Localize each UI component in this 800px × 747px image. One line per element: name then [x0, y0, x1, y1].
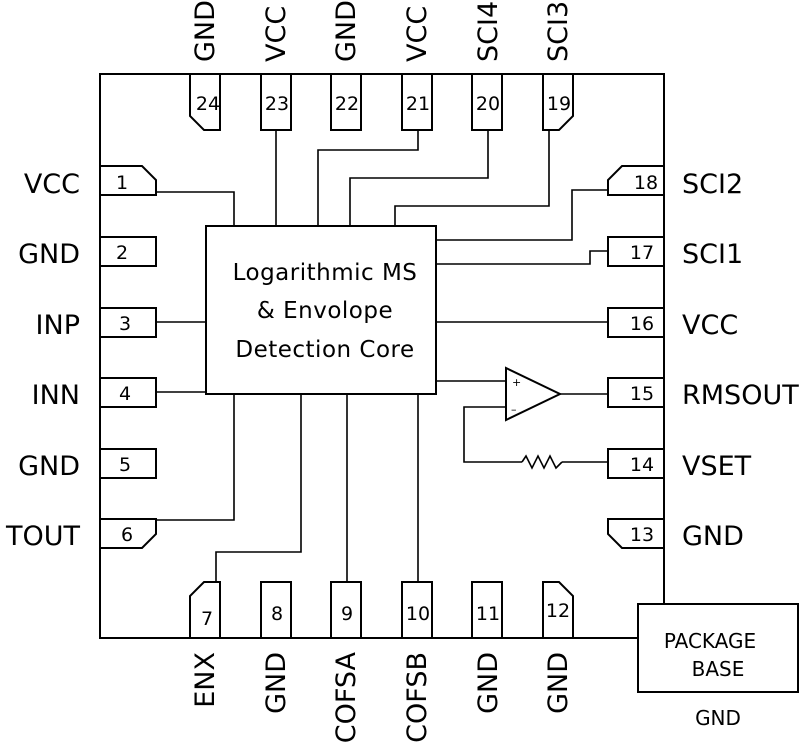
pin-22-number: 22 — [335, 93, 359, 115]
wire-pin1 — [156, 191, 235, 226]
pin-15-number: 15 — [630, 383, 654, 405]
pin-23-name: VCC — [261, 6, 292, 62]
pin-23-number: 23 — [265, 93, 289, 115]
pin-17: 17 SCI1 — [607, 236, 743, 270]
core-label-2: & Envolope — [257, 298, 393, 324]
pin-9: 9 COFSA — [330, 581, 362, 743]
pin-14-number: 14 — [630, 454, 654, 476]
pin-10-number: 10 — [406, 603, 430, 625]
pin-20: 20 SCI4 — [471, 1, 504, 131]
wire-pin19 — [394, 130, 550, 226]
pin-21: 21 VCC — [401, 6, 433, 131]
pin-8-name: GND — [261, 652, 292, 714]
pin-12-name: GND — [543, 652, 574, 714]
pin-20-number: 20 — [476, 93, 500, 115]
pin-10-name: COFSB — [402, 652, 433, 743]
pin-7: 7 ENX — [189, 581, 221, 708]
wire-pin7 — [215, 394, 302, 582]
pin-11-number: 11 — [476, 603, 500, 625]
pin-6-number: 6 — [121, 524, 133, 546]
pin-21-name: VCC — [402, 6, 433, 62]
pin-19-name: SCI3 — [543, 1, 574, 62]
pin-4-name: INN — [32, 380, 80, 411]
wire-pin20 — [349, 130, 489, 226]
pin-7-name: ENX — [190, 652, 221, 708]
pin-10: 10 COFSB — [401, 581, 433, 743]
wire-pin6 — [156, 394, 235, 521]
pin-3-name: INP — [36, 310, 80, 341]
pin-4-number: 4 — [119, 383, 131, 405]
pin-1-number: 1 — [116, 172, 128, 194]
wire-pin21 — [317, 130, 419, 226]
pin-9-number: 9 — [341, 603, 353, 625]
pin-12: 12 GND — [542, 581, 574, 714]
pin-3-number: 3 — [119, 313, 131, 335]
pin-9-name: COFSA — [331, 651, 362, 743]
pin-21-number: 21 — [406, 93, 430, 115]
pin-18-number: 18 — [634, 172, 658, 194]
pin-24-number: 24 — [196, 93, 220, 115]
pin-2-name: GND — [18, 239, 80, 270]
pin-16-name: VCC — [682, 310, 738, 341]
pin-5-name: GND — [18, 451, 80, 482]
pin-24: 24 GND — [189, 0, 221, 131]
resistor-symbol — [521, 454, 563, 470]
pin-18: 18 SCI2 — [607, 165, 743, 200]
pin-5-number: 5 — [119, 454, 131, 476]
pin-18-name: SCI2 — [682, 169, 743, 200]
pin-8: 8 GND — [260, 581, 292, 714]
pin-14-name: VSET — [682, 451, 752, 482]
pin-6: 6 TOUT — [5, 518, 157, 552]
pin-13-name: GND — [682, 521, 744, 552]
package-base-label-2: BASE — [692, 657, 745, 681]
pin-23: 23 VCC — [260, 6, 292, 131]
pin-1-name: VCC — [24, 169, 80, 200]
pin-2-number: 2 — [116, 242, 128, 264]
pin-15-name: RMSOUT — [682, 380, 799, 411]
core-label-1: Logarithmic MS — [233, 260, 418, 286]
pin-6-name: TOUT — [5, 521, 81, 552]
opamp-plus: + — [512, 376, 521, 389]
pin-22-name: GND — [331, 0, 362, 62]
pin-7-number: 7 — [201, 608, 213, 630]
pin-8-number: 8 — [271, 603, 283, 625]
package-base-label-1: PACKAGE — [664, 629, 756, 653]
pin-13: 13 GND — [607, 518, 744, 552]
pin-24-name: GND — [190, 0, 221, 62]
pin-14: 14 VSET — [607, 448, 752, 482]
pin-17-number: 17 — [630, 242, 654, 264]
pin-13-number: 13 — [630, 524, 654, 546]
pin-12-number: 12 — [546, 600, 570, 622]
pin-15: 15 RMSOUT — [607, 377, 799, 411]
pin-4: 4 INN — [32, 377, 157, 411]
wire-feedback — [463, 406, 522, 463]
core-block — [205, 225, 437, 395]
pin-1: 1 VCC — [24, 165, 157, 200]
pin-11: 11 GND — [471, 581, 504, 714]
pin-16: 16 VCC — [607, 307, 738, 341]
opamp-minus: – — [511, 403, 517, 416]
pin-20-name: SCI4 — [473, 1, 504, 62]
core-label-3: Detection Core — [235, 337, 414, 363]
pin-19-number: 19 — [547, 93, 571, 115]
package-base-gnd-label: GND — [695, 706, 741, 730]
package-base-box — [637, 603, 799, 693]
pin-3: 3 INP — [36, 307, 157, 341]
opamp-triangle — [505, 366, 563, 422]
pin-5: 5 GND — [18, 448, 157, 482]
pin-11-name: GND — [473, 652, 504, 714]
pin-19: 19 SCI3 — [542, 1, 574, 131]
pin-17-name: SCI1 — [682, 239, 743, 270]
wire-pin18 — [436, 189, 608, 241]
pin-22: 22 GND — [330, 0, 362, 131]
pin-2: 2 GND — [18, 236, 157, 270]
wire-pin17 — [436, 250, 608, 265]
pin-16-number: 16 — [630, 313, 654, 335]
